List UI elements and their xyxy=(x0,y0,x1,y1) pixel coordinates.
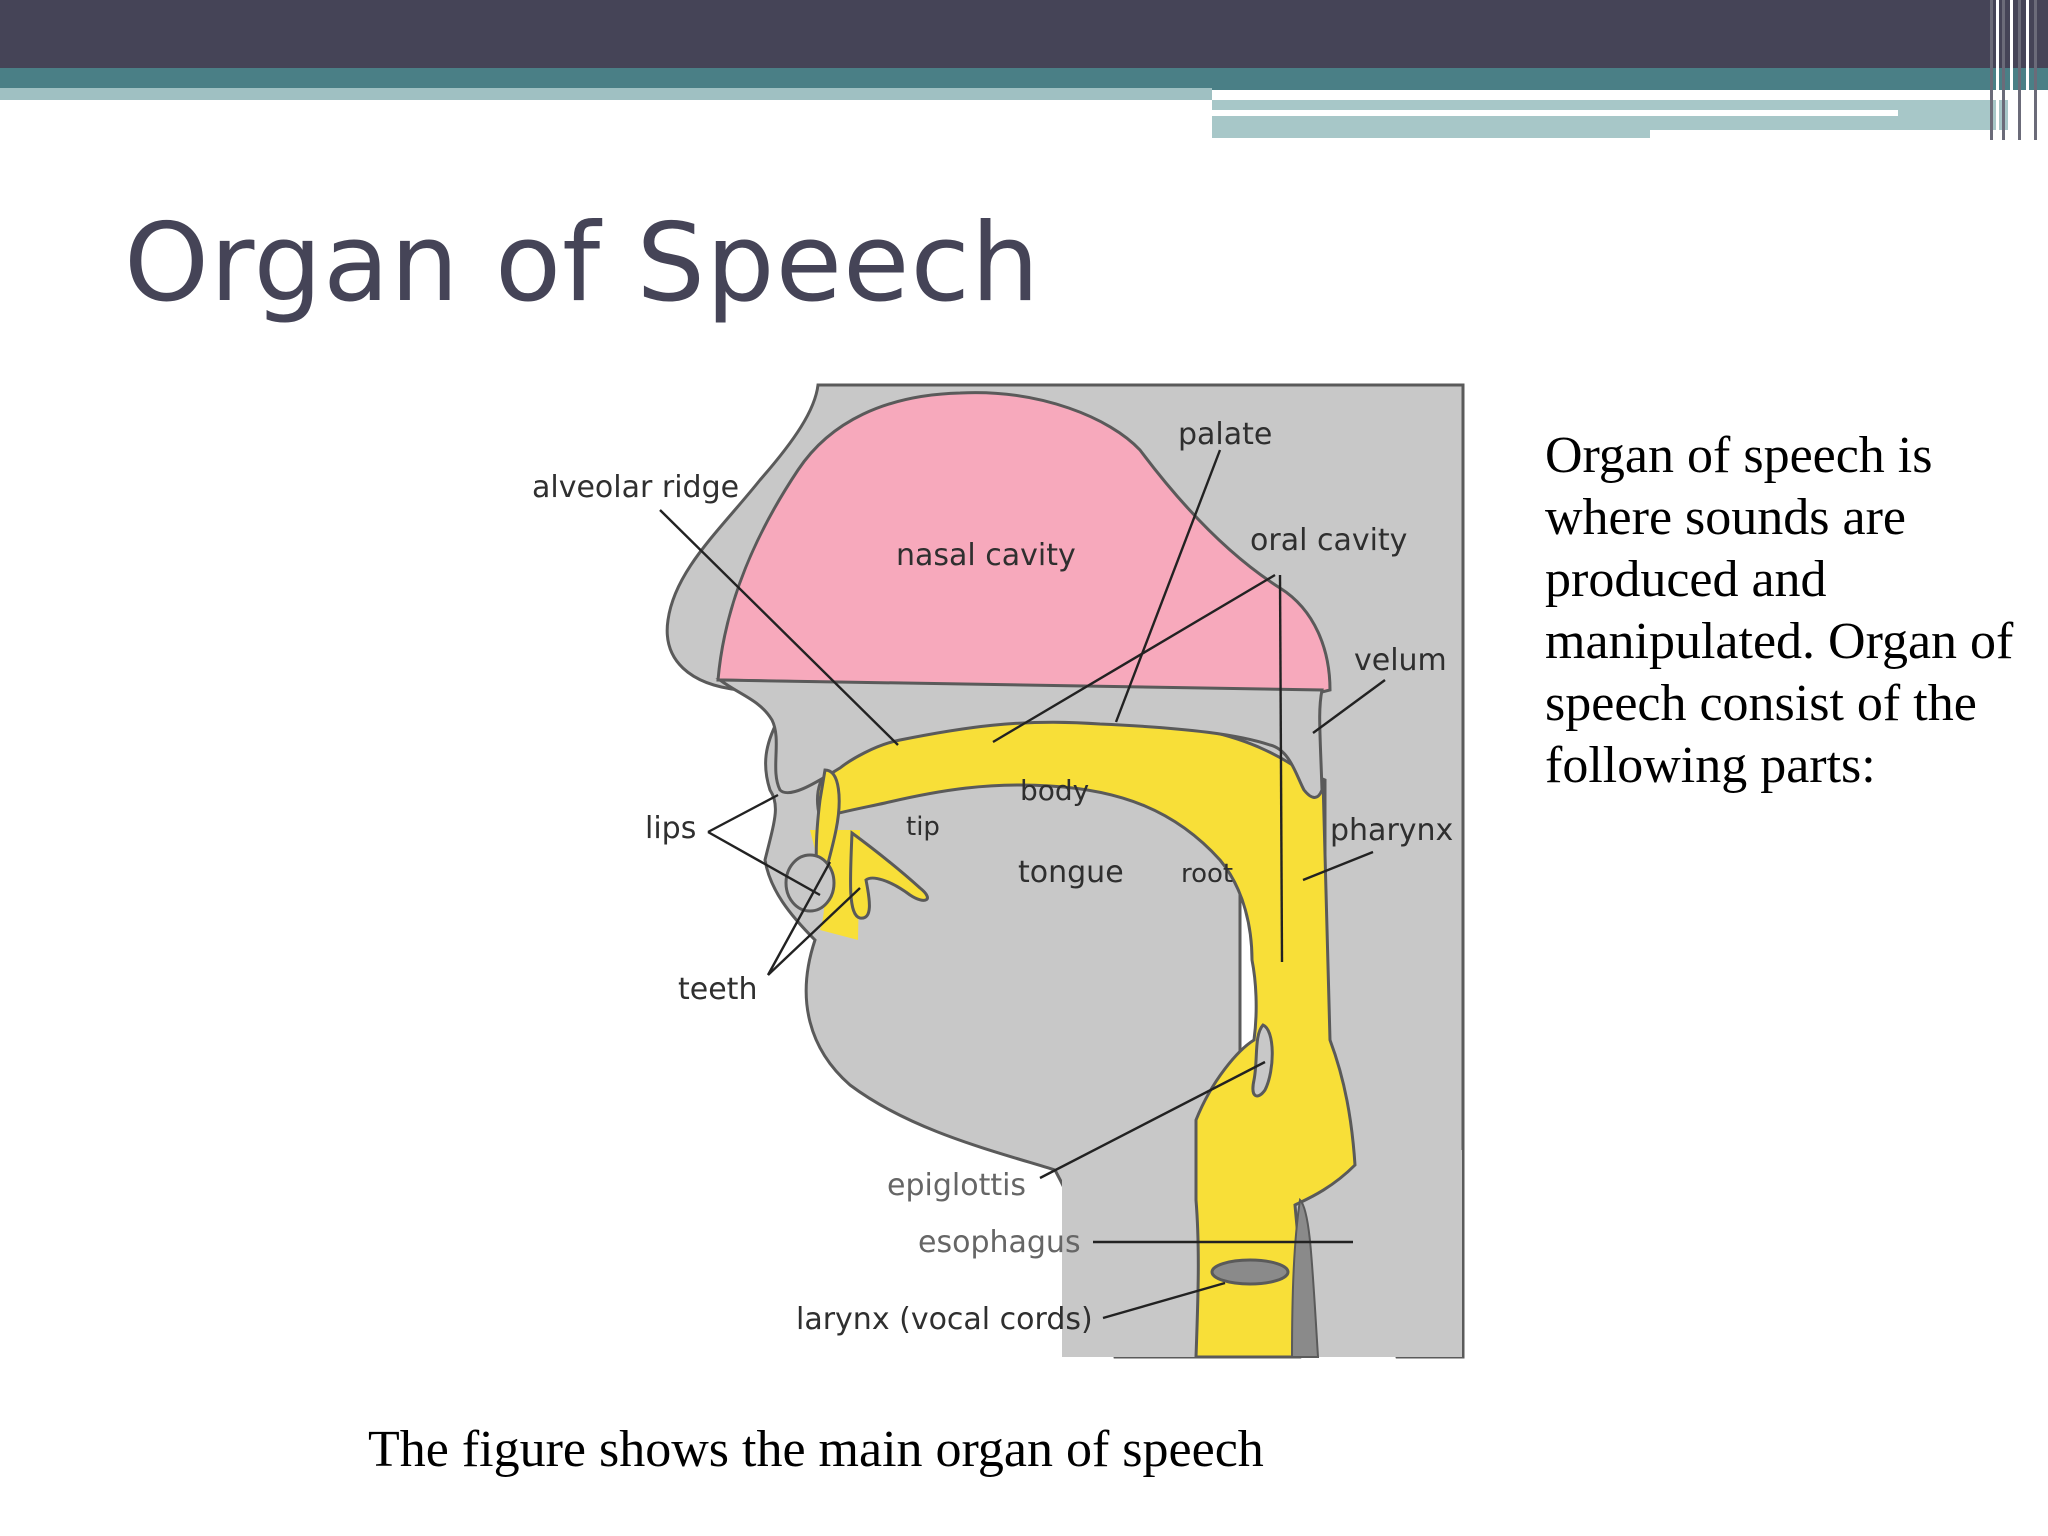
header-edge-stripe xyxy=(2018,0,2021,140)
header-edge-stripe xyxy=(2034,0,2037,140)
header-edge-stripe xyxy=(1990,0,1993,140)
label-epiglottis: epiglottis xyxy=(887,1168,1026,1203)
header-band-accent-line xyxy=(1650,130,2008,138)
label-nasal-cavity: nasal cavity xyxy=(896,538,1076,573)
label-lips: lips xyxy=(645,811,696,846)
upper-jaw-region xyxy=(715,678,1324,799)
label-alveolar-ridge: alveolar ridge xyxy=(532,470,739,505)
leader-larynx xyxy=(1102,1281,1226,1320)
label-oral-cavity: oral cavity xyxy=(1250,523,1407,558)
slide-title: Organ of Speech xyxy=(124,201,1041,326)
leader-teeth-upper xyxy=(766,861,832,976)
header-edge-stripe xyxy=(2010,0,2013,140)
leader-lines xyxy=(659,449,1386,1320)
leader-oral-cavity-right xyxy=(1278,574,1284,963)
lower-lip xyxy=(784,853,836,913)
label-tongue: tongue xyxy=(1018,855,1124,890)
leader-velum xyxy=(1312,679,1386,734)
label-body: body xyxy=(1020,774,1089,807)
label-velum: velum xyxy=(1354,643,1447,678)
label-esophagus: esophagus xyxy=(918,1225,1081,1260)
vocal-cords-shape xyxy=(1210,1258,1290,1286)
header-edge-stripe xyxy=(2026,0,2029,140)
leader-oral-cavity-left xyxy=(992,573,1276,744)
leader-palate xyxy=(1114,449,1222,723)
label-root: root xyxy=(1181,859,1233,889)
nasal-cavity-region xyxy=(716,391,1332,694)
leader-alveolar-ridge xyxy=(659,509,899,746)
header-edge-stripe xyxy=(1996,0,1999,140)
tongue-tip xyxy=(848,830,929,920)
header-edge-stripe xyxy=(2002,0,2005,140)
leader-teeth-lower xyxy=(767,887,861,976)
label-larynx: larynx (vocal cords) xyxy=(796,1302,1093,1337)
header-band-dark xyxy=(0,0,2048,68)
leader-pharynx xyxy=(1302,850,1374,882)
label-pharynx: pharynx xyxy=(1330,813,1453,848)
label-tip: tip xyxy=(906,812,940,842)
figure-caption: The figure shows the main organ of speec… xyxy=(368,1421,1264,1478)
leader-epiglottis xyxy=(1039,1060,1266,1180)
label-palate: palate xyxy=(1178,417,1272,452)
label-teeth: teeth xyxy=(678,972,757,1007)
epiglottis-shape xyxy=(1251,1023,1274,1098)
header-band-light xyxy=(0,88,1212,100)
header-band-teal xyxy=(0,68,2048,90)
leader-lips-upper xyxy=(707,793,779,834)
leader-lips-lower xyxy=(707,830,821,897)
header-band-accent-line xyxy=(1212,110,1898,116)
description-text: Organ of speech is where sounds are prod… xyxy=(1545,427,2014,794)
